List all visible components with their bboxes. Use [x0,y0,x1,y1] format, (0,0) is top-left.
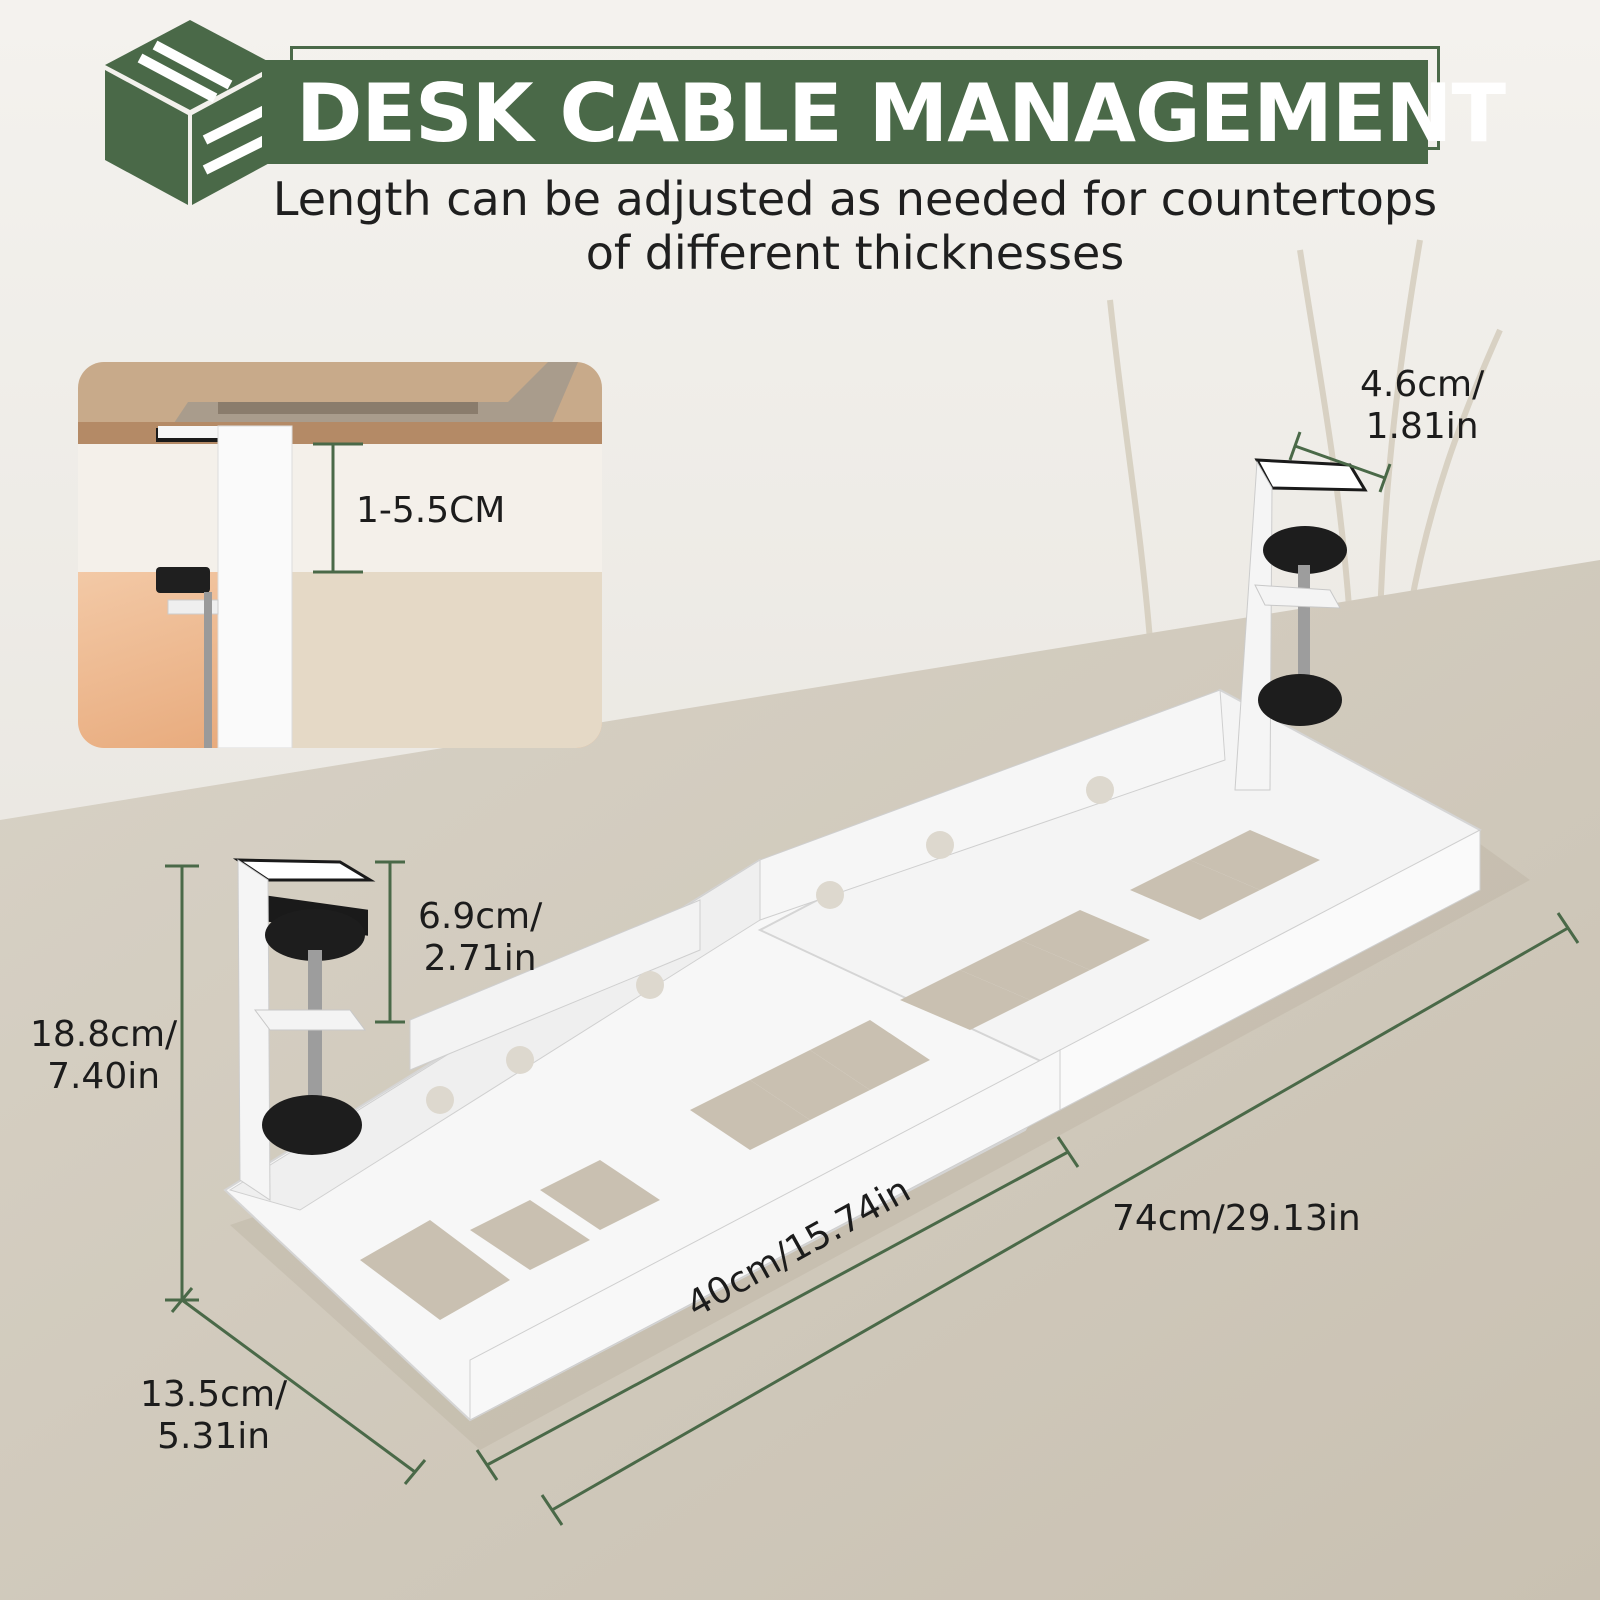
subtitle: Length can be adjusted as needed for cou… [200,172,1510,280]
dim-total-height-in: 7.40in [47,1056,161,1097]
subtitle-line-2: of different thicknesses [585,226,1125,280]
dim-depth: 13.5cm/ 5.31in [140,1374,287,1458]
cube-logo-icon [105,20,275,205]
header-bar [262,60,1428,164]
dim-clamp-height-in: 2.71in [423,938,537,979]
dim-clamp-height-cm: 6.9cm/ [418,896,543,937]
dim-extended-length: 74cm/29.13in [1112,1198,1361,1239]
dim-total-height-cm: 18.8cm/ [30,1014,178,1055]
dim-total-height: 18.8cm/ 7.40in [30,1014,177,1098]
dim-clamp-top-width: 4.6cm/ 1.81in [1360,364,1484,448]
subtitle-line-1: Length can be adjusted as needed for cou… [272,172,1438,226]
inset-illustration [78,362,602,748]
dim-clamp-top-width-cm: 4.6cm/ [1360,364,1485,405]
inset-thickness-label: 1-5.5CM [356,490,506,531]
dim-depth-cm: 13.5cm/ [140,1374,288,1415]
inset-photo [78,362,602,748]
page-title: DESK CABLE MANAGEMENT [296,67,1506,160]
dim-clamp-top-width-in: 1.81in [1365,406,1479,447]
dim-clamp-height: 6.9cm/ 2.71in [418,896,542,980]
dim-depth-in: 5.31in [157,1416,271,1457]
